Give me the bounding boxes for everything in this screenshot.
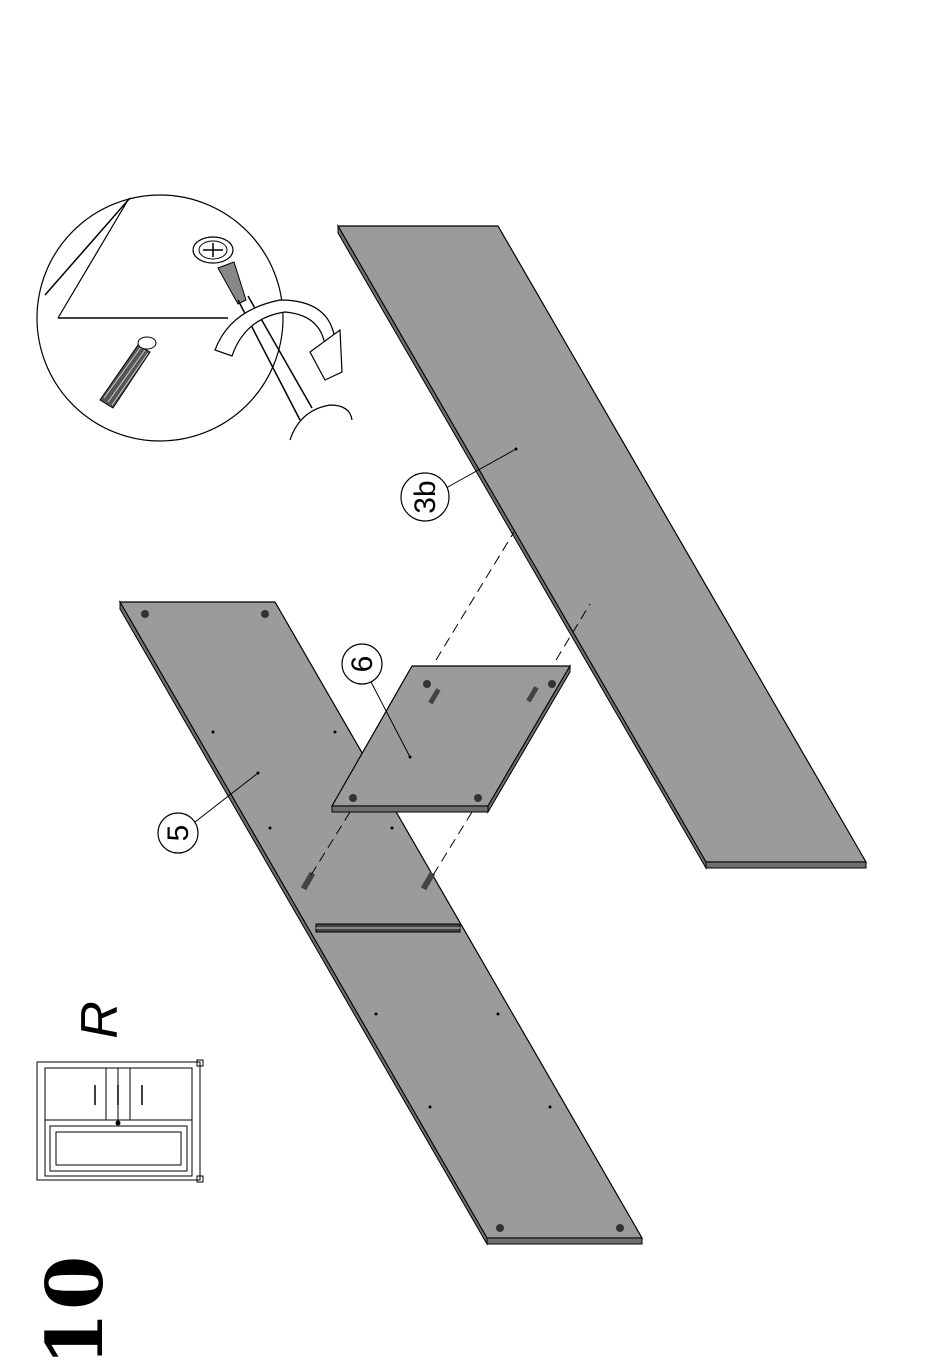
callout-label-6: 6 <box>346 656 379 673</box>
callout-label-3b: 3b <box>409 480 442 513</box>
callout-label-5: 5 <box>162 825 195 842</box>
panel-6 <box>332 666 570 812</box>
cam-lock-icon <box>193 237 233 263</box>
side-indicator: R <box>75 990 125 1050</box>
panel-5 <box>120 602 642 1244</box>
cabinet-thumbnail-icon <box>37 1060 203 1182</box>
detail-inset <box>37 195 352 441</box>
step-number: 10 <box>36 1250 116 1370</box>
